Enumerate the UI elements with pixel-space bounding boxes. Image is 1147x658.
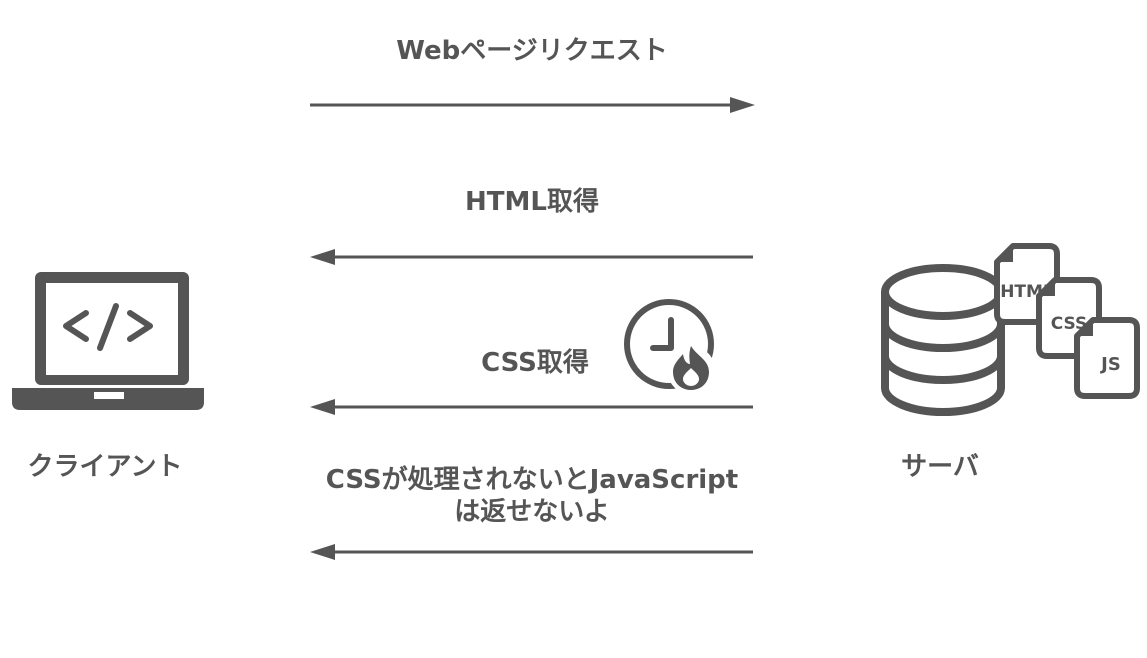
client-label: クライアント: [27, 452, 183, 482]
html-label: HTML取得: [465, 187, 599, 217]
server-label: サーバ: [901, 452, 979, 482]
css-label: CSS取得: [481, 348, 589, 378]
blocked-label-line2: は返せないよ: [454, 497, 610, 527]
arrow-html: [310, 249, 753, 265]
clock-fire-icon: [624, 299, 715, 394]
database-icon: [881, 264, 1005, 417]
arrow-css: [310, 399, 753, 415]
laptop-code-icon: [12, 272, 204, 410]
js-file-icon: [1074, 317, 1140, 399]
css-file-label: CSS: [1050, 314, 1088, 334]
arrow-blocked: [310, 544, 753, 560]
arrow-request: [310, 97, 755, 113]
request-label: Webページリクエスト: [396, 36, 668, 66]
js-file-label: JS: [1101, 354, 1121, 375]
blocked-label: CSSが処理されないとJavaScript は返せないよ: [290, 464, 774, 528]
blocked-label-line1: CSSが処理されないとJavaScript: [325, 465, 739, 495]
